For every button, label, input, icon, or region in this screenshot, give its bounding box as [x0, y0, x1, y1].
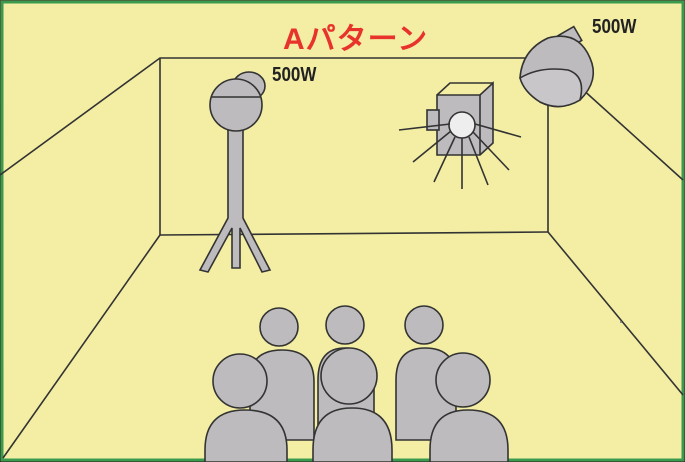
speck: [620, 321, 622, 323]
person-front-left-body: [204, 409, 288, 462]
diagram-title: Aパターン: [283, 23, 429, 56]
tripod: [198, 127, 272, 273]
ceiling-light-wattage-label: 500W: [592, 16, 637, 38]
stand-light-wattage-label: 500W: [272, 64, 317, 86]
person-back-right-head: [404, 305, 444, 345]
wall-projector: [398, 81, 522, 189]
ceiling-light-face: [519, 68, 583, 108]
right-floor-edge: [547, 231, 684, 396]
lamp-head: [209, 78, 263, 132]
audience: [204, 305, 509, 462]
left-floor-edge: [2, 234, 161, 459]
projector-lens: [448, 111, 476, 139]
person-mid-right-head: [435, 352, 491, 408]
projector-top-edge: [436, 82, 493, 96]
stand-light: [198, 71, 272, 273]
room-walls: [0, 57, 684, 459]
person-front-right-body: [429, 409, 509, 462]
back-wall-top: [0, 57, 549, 232]
person-mid-left-head: [212, 353, 268, 409]
light-rays: [398, 123, 522, 189]
right-wall-ceiling-edge: [569, 77, 684, 181]
person-mid-center-head: [320, 347, 378, 405]
person-back-center-head: [325, 305, 365, 345]
ceiling-light: [519, 25, 595, 108]
person-back-left-head: [259, 307, 299, 347]
person-front-center-body: [312, 407, 393, 462]
